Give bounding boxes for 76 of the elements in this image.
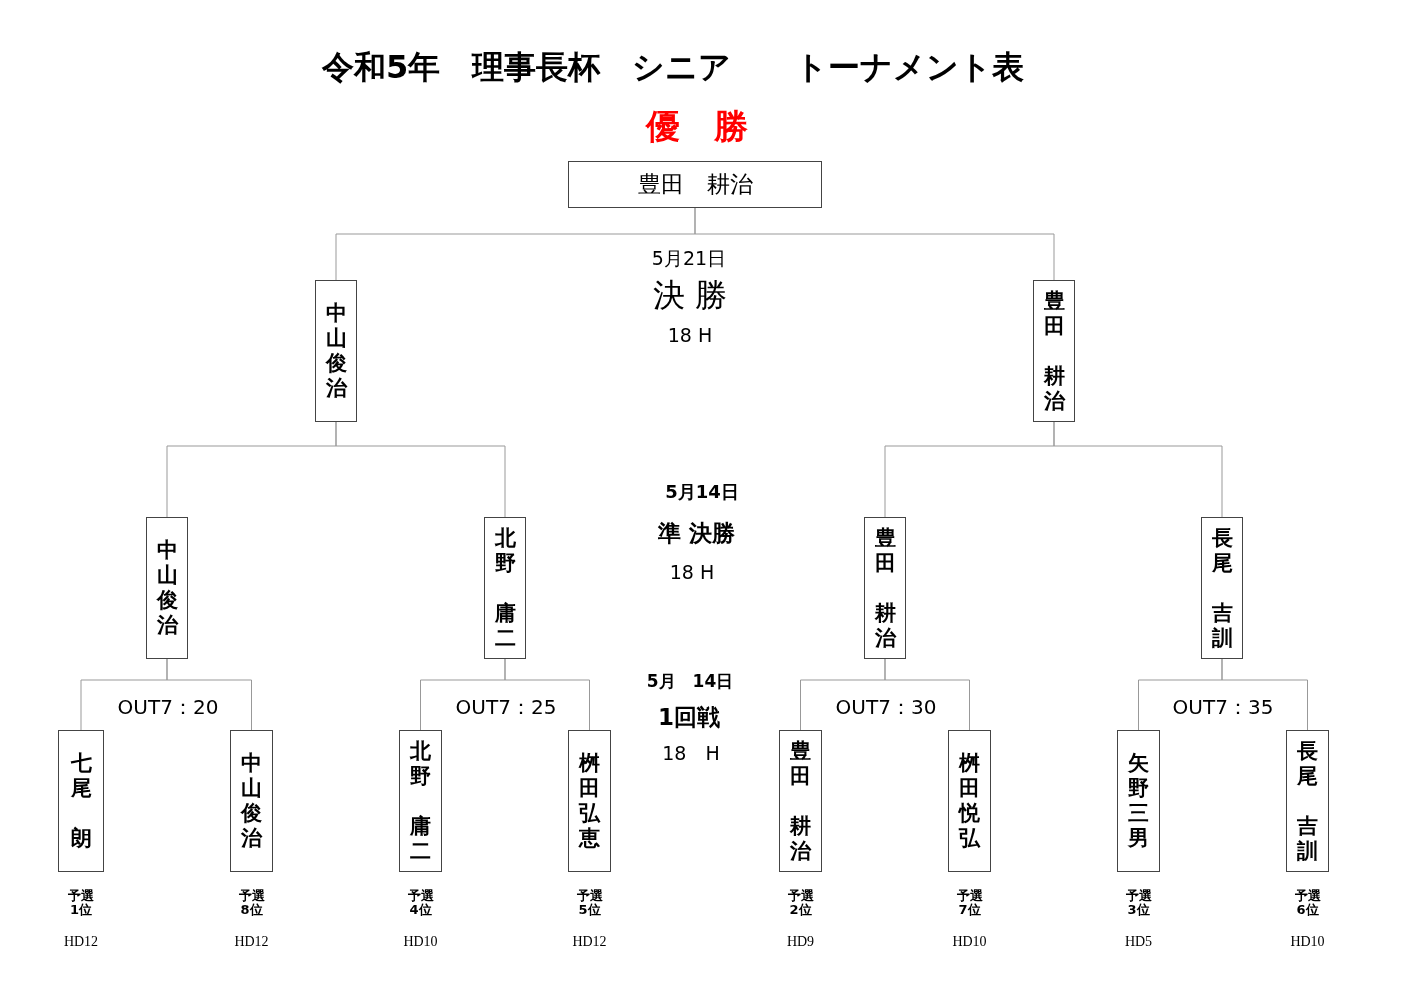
seed-rank: 予選5位 — [575, 889, 604, 918]
bracket-line — [1221, 658, 1308, 731]
name-box — [230, 730, 273, 872]
player-name: 豊田 — [1043, 288, 1065, 339]
player-name: 長尾 — [1296, 738, 1319, 789]
name-box — [1117, 730, 1160, 872]
round-date: 5月21日 — [651, 246, 727, 271]
seed-rank: 予選4位 — [406, 889, 435, 918]
player-name: 北野 — [494, 525, 516, 576]
bracket-line — [335, 421, 506, 518]
handicap: HD12 — [62, 934, 100, 950]
handicap: HD10 — [951, 934, 988, 950]
player-name: 吉訓 — [1296, 813, 1319, 864]
seed-rank: 予選6位 — [1293, 889, 1322, 918]
round-name: 決 勝 — [652, 275, 728, 316]
round-date: 5月14日 — [665, 480, 739, 504]
player-name: 耕治 — [1043, 363, 1065, 414]
round-date: 5月 14日 — [646, 670, 734, 693]
player-name: 豊田 — [789, 738, 812, 789]
bracket-line — [166, 658, 252, 731]
bracket-line — [1053, 421, 1223, 518]
handicap: HD10 — [1289, 934, 1326, 950]
seed-rank: 予選7位 — [955, 889, 984, 918]
player-name: 中山俊治 — [240, 751, 263, 851]
handicap: HD5 — [1123, 934, 1154, 950]
player-name: 豊田 耕治 — [637, 170, 753, 199]
name-box — [1033, 280, 1075, 422]
player-name: 吉訓 — [1211, 600, 1233, 651]
player-name: 中山俊治 — [156, 538, 178, 638]
holes-count: 18 H — [662, 741, 720, 766]
out-time: OUT7：20 — [117, 694, 219, 721]
player-name: 耕治 — [789, 813, 812, 864]
player-name: 庸二 — [494, 600, 516, 651]
handicap: HD10 — [402, 934, 439, 950]
player-name: 長尾 — [1211, 525, 1233, 576]
out-time: OUT7：30 — [835, 694, 937, 721]
name-box — [568, 161, 822, 208]
name-box — [1201, 517, 1243, 659]
player-name: 朗 — [70, 826, 92, 851]
bracket-line — [884, 658, 970, 731]
title: 令和5年 理事長杯 シニア トーナメント表 — [322, 47, 1025, 88]
handicap: HD12 — [571, 934, 608, 950]
bracket-line — [694, 207, 1055, 281]
player-name: 庸二 — [409, 813, 432, 864]
seed-rank: 予選8位 — [237, 889, 266, 918]
out-time: OUT7：25 — [455, 694, 557, 721]
round-name: 準 決勝 — [658, 519, 736, 548]
player-name: 豊田 — [874, 525, 896, 576]
player-name: 桝田悦弘 — [958, 751, 981, 851]
seed-rank: 予選1位 — [67, 889, 95, 918]
player-name: 矢野三男 — [1127, 751, 1150, 851]
name-box — [864, 517, 906, 659]
handicap: HD12 — [233, 934, 270, 950]
player-name: 桝田弘恵 — [578, 751, 601, 851]
round-name: 1回戦 — [658, 703, 720, 732]
bracket-line — [504, 658, 590, 731]
name-box — [948, 730, 991, 872]
out-time: OUT7：35 — [1172, 694, 1274, 721]
champion-heading: 優 勝 — [646, 105, 748, 148]
name-box — [1286, 730, 1329, 872]
player-name: 北野 — [409, 738, 432, 789]
holes-count: 18 H — [669, 561, 715, 583]
name-box — [146, 517, 188, 659]
name-box — [399, 730, 442, 872]
holes-count: 18 H — [667, 324, 713, 346]
name-box — [315, 280, 357, 422]
player-name: 耕治 — [874, 600, 896, 651]
seed-rank: 予選3位 — [1124, 889, 1153, 918]
player-name: 七尾 — [70, 751, 92, 801]
name-box — [58, 730, 104, 872]
name-box — [568, 730, 611, 872]
name-box — [484, 517, 526, 659]
player-name: 中山俊治 — [325, 301, 347, 401]
handicap: HD9 — [785, 934, 816, 950]
seed-rank: 予選2位 — [786, 889, 815, 918]
name-box — [779, 730, 822, 872]
